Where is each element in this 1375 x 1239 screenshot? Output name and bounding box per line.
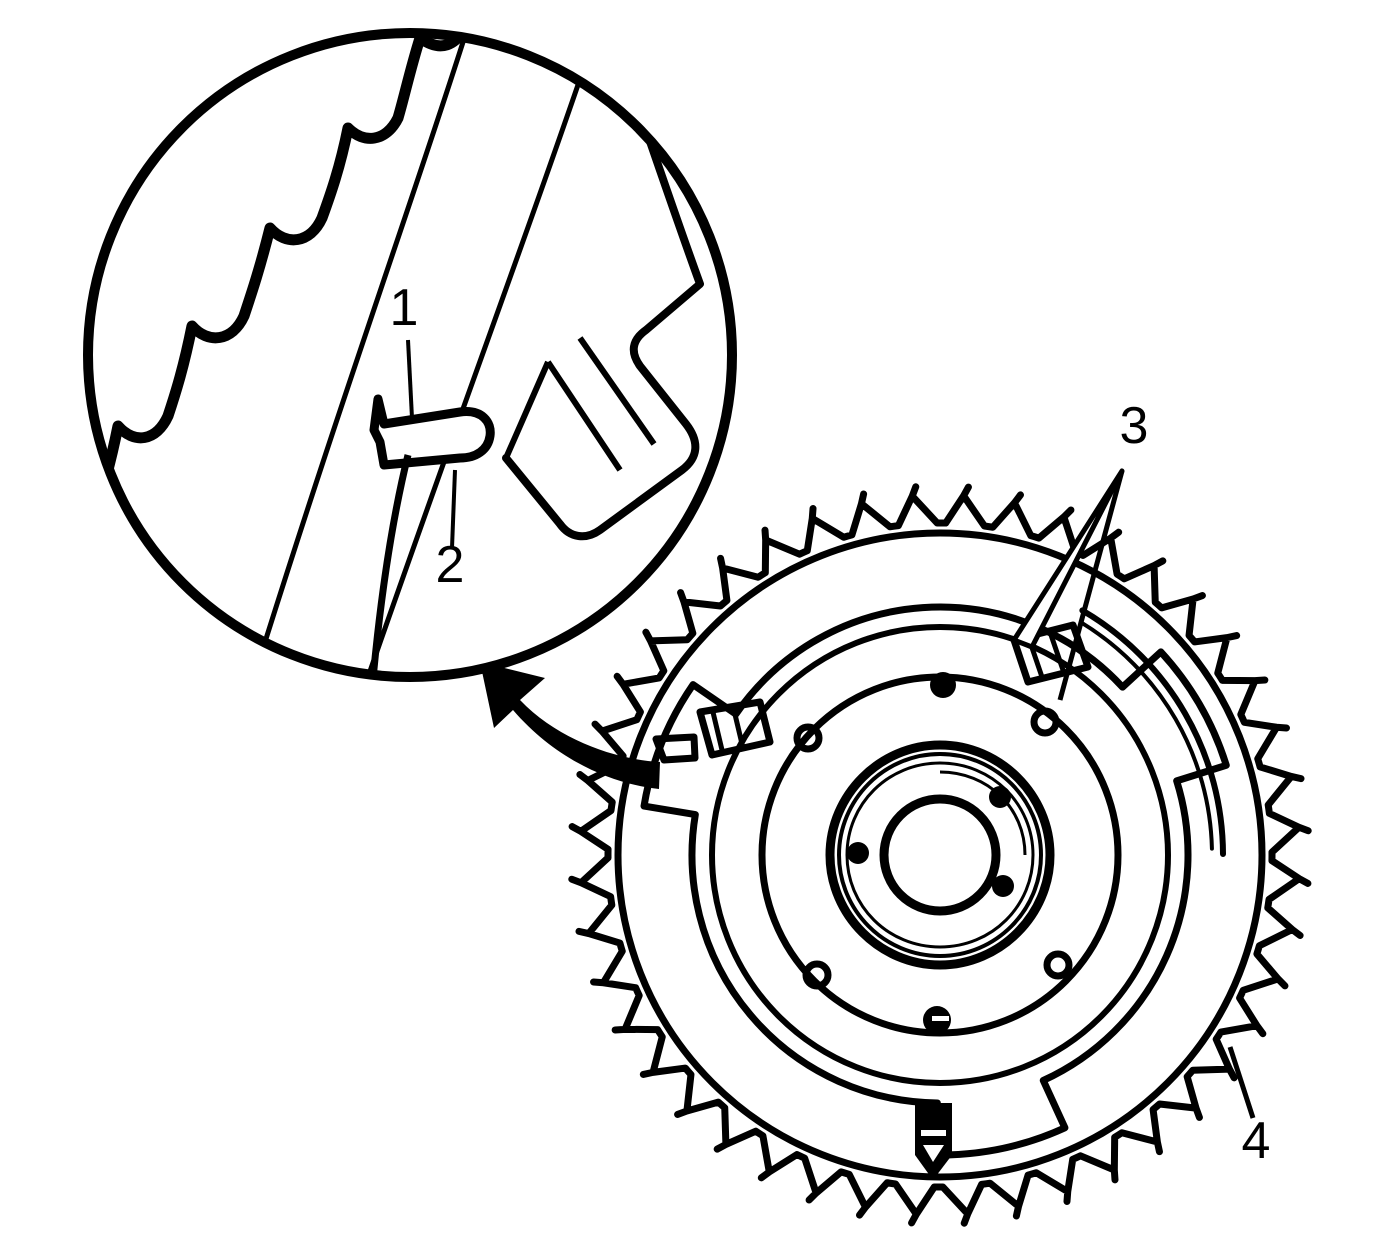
sprocket-lobe-plate xyxy=(640,603,1230,1159)
callout-label-4: 4 xyxy=(1242,1112,1271,1170)
detail-vane-edge xyxy=(503,360,551,460)
timing-dot xyxy=(930,672,956,698)
callout-label-3: 3 xyxy=(1120,397,1149,455)
callout-1-leader xyxy=(406,339,414,419)
lobe-arc-slot xyxy=(1079,607,1226,857)
magnify-leader-arrow xyxy=(480,662,660,789)
bolt-hole xyxy=(802,960,832,990)
hub-squircle-stack xyxy=(825,740,1055,970)
bolt-hole xyxy=(793,723,823,753)
detail-vane-rib xyxy=(577,336,657,446)
detail-rim-inner-edge xyxy=(247,33,473,677)
callout-2-leader xyxy=(450,469,457,549)
callout-label-2: 2 xyxy=(436,536,465,594)
inner-recess-outer xyxy=(709,624,1171,1086)
detail-rim-outer-edge xyxy=(357,33,603,677)
bolt-hole xyxy=(1030,707,1060,737)
detail-body-contour xyxy=(368,454,412,677)
dowel-dot xyxy=(989,786,1011,808)
detail-gear-teeth xyxy=(88,33,476,546)
detail-vane-rib xyxy=(545,360,623,472)
slotted-timing-dot xyxy=(923,1006,951,1034)
sprocket-teeth xyxy=(568,483,1312,1227)
hub-squircle-mid xyxy=(836,751,1044,959)
sprocket-assembly xyxy=(568,483,1312,1227)
callout-3-leader xyxy=(1011,468,1125,701)
index-pointer-arrow xyxy=(915,1103,952,1180)
timing-notch-main xyxy=(652,698,774,764)
hub-squircle-outer xyxy=(825,740,1055,970)
callout-4-leader xyxy=(1227,1046,1256,1119)
hub-squircle-inner xyxy=(845,761,1035,949)
dowel-dot xyxy=(992,875,1014,897)
callout-label-1: 1 xyxy=(390,279,419,337)
detail-circle-outline xyxy=(83,28,737,682)
lobe-arc-slot-inner xyxy=(1079,620,1214,851)
alignment-mark-slot xyxy=(369,394,495,470)
dowel-dot xyxy=(847,842,869,864)
center-bore xyxy=(879,794,1001,916)
sprocket-body-outline xyxy=(614,529,1266,1181)
bolt-hole xyxy=(1043,950,1073,980)
